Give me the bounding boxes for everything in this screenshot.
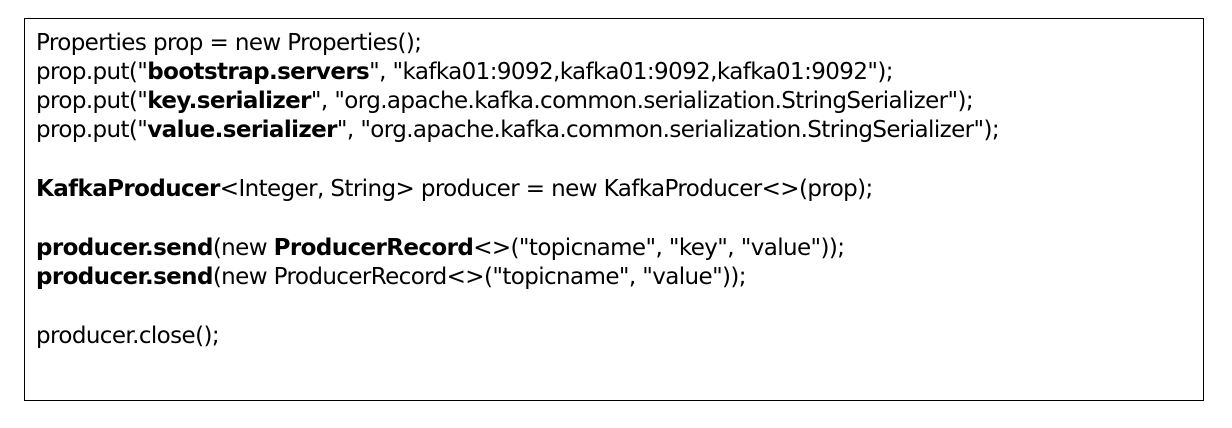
class-name: ProducerRecord [273, 235, 474, 261]
code-text: producer.close(); [36, 323, 220, 349]
code-line-send-without-key: producer.send(new ProducerRecord<>("topi… [36, 263, 1203, 292]
code-line-key-serializer: prop.put("key.serializer", "org.apache.k… [36, 87, 1203, 116]
code-text: (new [212, 235, 274, 261]
property-key: value.serializer [147, 117, 337, 143]
code-line-producer-create: KafkaProducer<Integer, String> producer … [36, 175, 1203, 204]
code-text: <>("topicname", "key", "value")); [473, 235, 845, 261]
code-line-bootstrap-servers: prop.put("bootstrap.servers", "kafka01:9… [36, 58, 1203, 87]
code-line-value-serializer: prop.put("value.serializer", "org.apache… [36, 116, 1203, 145]
code-text: prop.put(" [36, 88, 148, 114]
code-text: Properties prop = new Properties(); [36, 30, 422, 56]
code-text: ", "kafka01:9092,kafka01:9092,kafka01:90… [369, 59, 893, 85]
blank-line [36, 145, 1203, 175]
method-call: producer.send [36, 264, 213, 290]
code-text: prop.put(" [36, 59, 148, 85]
property-key: bootstrap.servers [147, 59, 370, 85]
code-line-send-with-key: producer.send(new ProducerRecord<>("topi… [36, 234, 1203, 263]
code-text: (new ProducerRecord<>("topicname", "valu… [212, 264, 747, 290]
blank-line [36, 292, 1203, 322]
code-text: prop.put(" [36, 117, 148, 143]
code-text: <Integer, String> producer = new KafkaPr… [219, 176, 874, 202]
method-call: producer.send [36, 235, 213, 261]
code-text: ", "org.apache.kafka.common.serializatio… [336, 117, 1000, 143]
code-line-producer-close: producer.close(); [36, 322, 1203, 351]
code-snippet-box: Properties prop = new Properties(); prop… [24, 18, 1204, 401]
code-text: ", "org.apache.kafka.common.serializatio… [310, 88, 974, 114]
property-key: key.serializer [147, 88, 311, 114]
code-line-properties-init: Properties prop = new Properties(); [36, 29, 1203, 58]
class-name: KafkaProducer [36, 176, 220, 202]
blank-line [36, 204, 1203, 234]
